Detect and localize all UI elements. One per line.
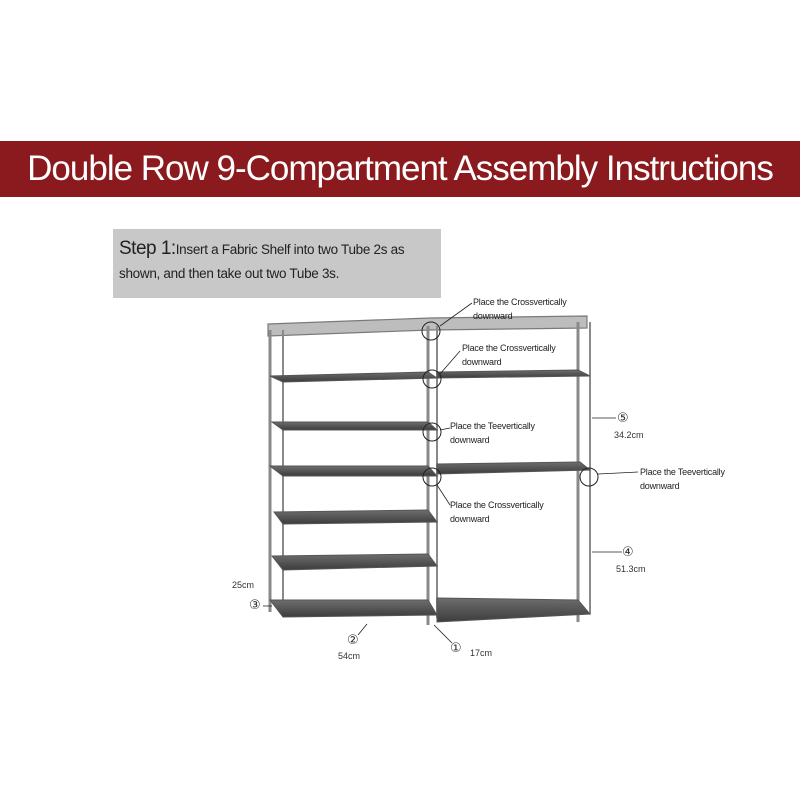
part-2-length: 54cm <box>338 651 361 661</box>
fabric-shelves <box>268 369 592 623</box>
leader-part-1 <box>433 624 453 644</box>
shelf-left-5 <box>270 553 438 571</box>
callout-3-line-2: downward <box>450 435 490 445</box>
step-label: Step 1: <box>119 238 176 259</box>
joint-circle-2 <box>422 369 442 389</box>
shelf-left-4 <box>273 509 438 525</box>
part-3-number: ③ <box>249 597 261 612</box>
leader-callout-3 <box>439 427 451 431</box>
leader-lines <box>263 302 639 644</box>
leader-part-2 <box>357 623 368 636</box>
part-2-number: ② <box>347 632 359 647</box>
part-3-length: 25cm <box>232 580 255 590</box>
step-text-line-1: Insert a Fabric Shelf into two Tube 2s a… <box>175 242 405 257</box>
shelf-left-2 <box>270 421 439 431</box>
joint-circles <box>421 321 599 487</box>
callout-4-line-1: Place the Crossvertically <box>450 500 544 510</box>
leader-callout-1 <box>439 302 473 327</box>
callout-label-1: Place the Crossvertically downward <box>473 295 567 323</box>
page-title: Double Row 9-Compartment Assembly Instru… <box>27 149 774 188</box>
shelf-right-2 <box>436 461 592 475</box>
shelf-left-1 <box>269 371 439 383</box>
joint-circle-4 <box>422 467 442 487</box>
shelf-left-6 <box>268 599 438 618</box>
title-banner: Double Row 9-Compartment Assembly Instru… <box>0 141 800 197</box>
callout-label-4: Place the Crossvertically downward <box>450 498 544 526</box>
callout-label-5: Place the Teevertically downward <box>640 465 725 493</box>
part-5-length: 34.2cm <box>614 430 644 440</box>
callout-1-line-2: downward <box>473 311 513 321</box>
shelf-left-3 <box>268 465 439 477</box>
leader-callout-2 <box>439 350 461 375</box>
callout-label-2: Place the Crossvertically downward <box>462 341 556 369</box>
callout-1-line-1: Place the Crossvertically <box>473 297 567 307</box>
step-text-line-2: shown, and then take out two Tube 3s. <box>119 266 340 281</box>
part-1-length: 17cm <box>470 648 493 658</box>
step-1-instruction-box: Step 1:Insert a Fabric Shelf into two Tu… <box>113 229 441 298</box>
callout-5-line-1: Place the Teevertically <box>640 467 725 477</box>
callout-label-3: Place the Teevertically downward <box>450 419 535 447</box>
callout-2-line-2: downward <box>462 357 502 367</box>
callout-4-line-2: downward <box>450 514 490 524</box>
callout-5-line-2: downward <box>640 481 680 491</box>
leader-callout-4 <box>436 484 451 506</box>
part-1-number: ① <box>450 640 462 655</box>
callout-2-line-1: Place the Crossvertically <box>462 343 556 353</box>
part-5-number: ⑤ <box>617 410 629 425</box>
joint-circle-3 <box>422 422 442 442</box>
part-4-length: 51.3cm <box>616 564 646 574</box>
step-1-line-1: Step 1:Insert a Fabric Shelf into two Tu… <box>119 237 435 262</box>
joint-circle-1 <box>421 321 441 341</box>
leader-callout-5 <box>597 471 639 475</box>
part-4-number: ④ <box>622 544 634 559</box>
shelf-right-3 <box>436 597 592 623</box>
shelf-right-1 <box>436 369 591 379</box>
callout-3-line-1: Place the Teevertically <box>450 421 535 431</box>
joint-circle-5 <box>579 467 599 487</box>
